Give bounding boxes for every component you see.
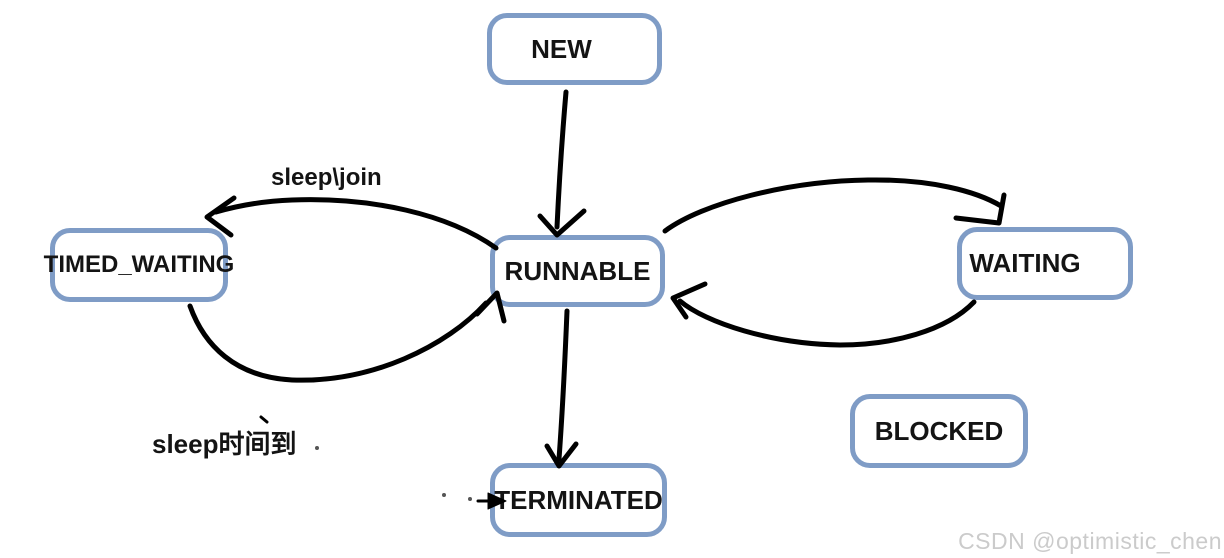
- node-runnable: RUNNABLE: [490, 235, 665, 307]
- node-new: NEW: [487, 13, 662, 85]
- arrow-runnable-to-timed-waiting: [204, 195, 499, 251]
- edge-label-sleep-join: sleep\join: [271, 164, 382, 191]
- node-terminated: TERMINATED: [490, 463, 667, 537]
- arrow-timed-waiting-to-runnable: [187, 290, 507, 383]
- node-blocked: BLOCKED: [850, 394, 1028, 468]
- node-terminated-label: TERMINATED: [494, 484, 663, 515]
- arrow-runnable-to-waiting: [662, 177, 1007, 234]
- node-timed-waiting: TIMED_WAITING: [44, 228, 234, 302]
- arrow-new-to-runnable: [537, 89, 587, 238]
- edge-label-sleep-timeout: sleep时间到: [152, 429, 297, 459]
- arrow-waiting-to-runnable: [670, 281, 977, 348]
- node-runnable-label: RUNNABLE: [504, 255, 651, 286]
- node-new-label: NEW: [531, 33, 592, 64]
- node-blocked-label: BLOCKED: [874, 415, 1004, 446]
- node-waiting-label: WAITING: [969, 248, 1081, 278]
- arrow-runnable-to-terminated: [544, 308, 579, 469]
- node-waiting: WAITING: [957, 227, 1133, 300]
- node-timed-waiting-label: TIMED_WAITING: [43, 251, 235, 278]
- csdn-watermark: CSDN @optimistic_chen: [958, 528, 1222, 554]
